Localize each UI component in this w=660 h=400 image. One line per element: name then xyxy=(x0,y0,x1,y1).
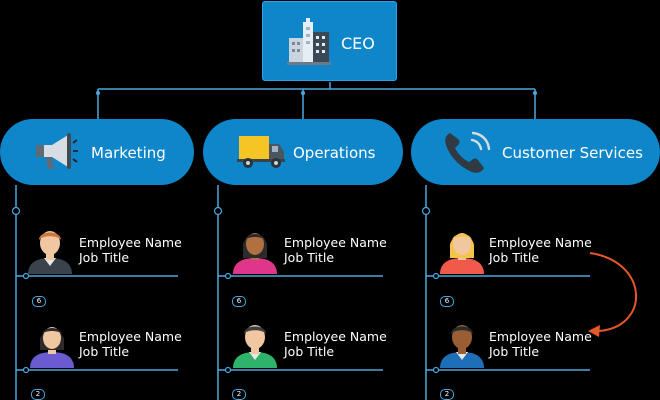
employee-avatar xyxy=(233,325,277,368)
count-badge[interactable]: 6 xyxy=(232,296,246,307)
employee-avatar xyxy=(440,325,484,368)
employee-name: Employee Name xyxy=(489,329,592,344)
dept-operations[interactable]: Operations xyxy=(203,119,403,185)
employee-card[interactable]: Employee Name Job Title xyxy=(284,235,387,265)
reassign-arrow xyxy=(589,252,637,332)
job-title: Job Title xyxy=(489,344,540,359)
employee-name: Employee Name xyxy=(489,235,592,250)
employee-avatar xyxy=(440,233,484,274)
building-icon xyxy=(287,18,331,65)
employee-avatar xyxy=(30,327,74,368)
employee-name: Employee Name xyxy=(79,235,182,250)
dept-customer-services-label: Customer Services xyxy=(502,144,643,162)
phone-icon xyxy=(445,131,491,173)
job-title: Job Title xyxy=(489,250,540,265)
dept-marketing-label: Marketing xyxy=(91,144,166,162)
dept-customer-services[interactable]: Customer Services xyxy=(411,119,660,185)
megaphone-icon xyxy=(36,133,78,169)
employee-name: Employee Name xyxy=(284,235,387,250)
dept-operations-label: Operations xyxy=(293,144,376,162)
count-badge[interactable]: 2 xyxy=(31,389,45,400)
ceo-label: CEO xyxy=(341,34,375,53)
employee-name: Employee Name xyxy=(284,329,387,344)
job-title: Job Title xyxy=(79,344,130,359)
employee-name: Employee Name xyxy=(79,329,182,344)
arrowhead-icon xyxy=(588,325,600,337)
employee-card[interactable]: Employee Name Job Title xyxy=(79,329,182,359)
count-badge[interactable]: 2 xyxy=(232,389,246,400)
employee-avatar xyxy=(233,233,277,274)
count-badge[interactable]: 6 xyxy=(32,296,46,307)
employee-card[interactable]: Employee Name Job Title xyxy=(79,235,182,265)
job-title: Job Title xyxy=(284,344,335,359)
ceo-node[interactable]: CEO xyxy=(262,1,397,81)
truck-icon xyxy=(237,136,285,168)
employee-card[interactable]: Employee Name Job Title xyxy=(284,329,387,359)
employee-card[interactable]: Employee Name Job Title xyxy=(489,329,592,359)
count-badge[interactable]: 6 xyxy=(440,296,454,307)
count-badge[interactable]: 2 xyxy=(440,389,454,400)
job-title: Job Title xyxy=(284,250,335,265)
dept-marketing[interactable]: Marketing xyxy=(0,119,194,185)
job-title: Job Title xyxy=(79,250,130,265)
employee-avatar xyxy=(28,231,72,274)
employee-card[interactable]: Employee Name Job Title xyxy=(489,235,592,265)
